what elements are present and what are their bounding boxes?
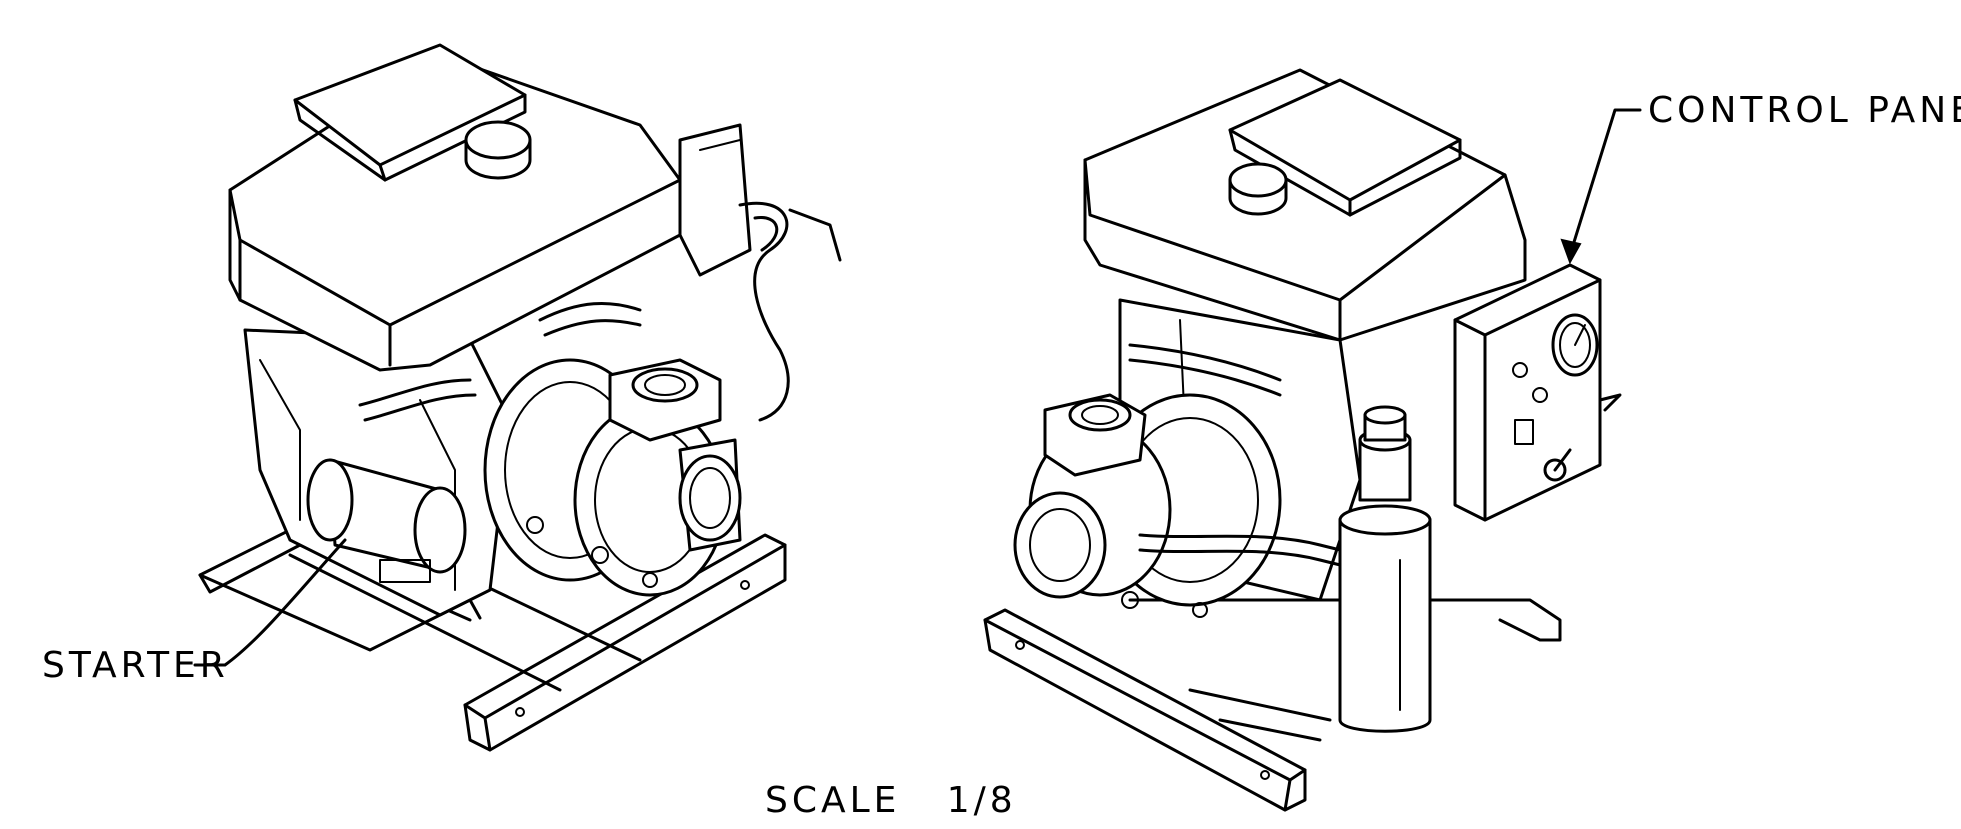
right-base-frame: [983, 598, 1562, 812]
control-panel-callout-leader: [1560, 108, 1642, 265]
right-view-pump-unit: [983, 68, 1642, 812]
control-panel-label: CONTROL PANEL: [1648, 90, 1961, 131]
left-piping: [358, 201, 842, 422]
left-pump-volute: [483, 358, 742, 597]
right-filter-canister: [1338, 405, 1432, 733]
left-view-pump-unit: [193, 43, 842, 752]
right-engine-shroud: [1083, 68, 1527, 342]
right-control-panel-box: [1453, 263, 1622, 522]
starter-callout-leader: [193, 538, 347, 667]
starter-label: STARTER: [42, 645, 229, 686]
right-pump-volute: [1013, 393, 1282, 618]
scale-label: SCALE 1/8: [765, 780, 1017, 821]
left-starter-motor: [306, 458, 467, 583]
left-engine-shroud: [228, 43, 752, 372]
